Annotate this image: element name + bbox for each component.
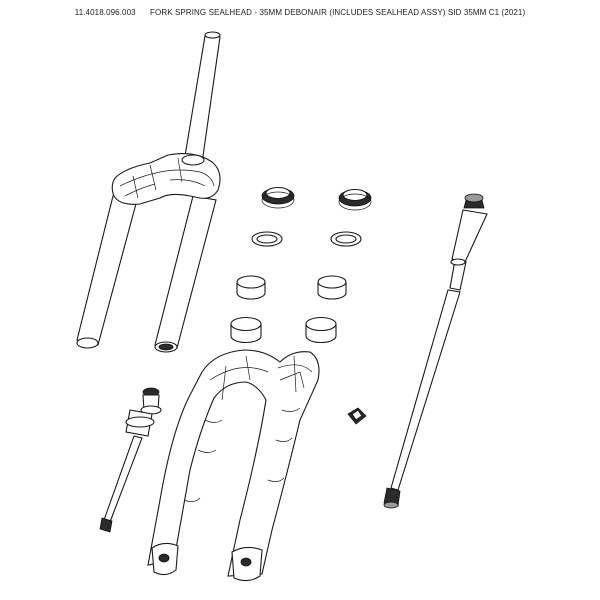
seal-stack-left [230,186,295,344]
air-spring-assembly [383,193,488,509]
diagram-header: 11.4018.096.003 FORK SPRING SEALHEAD - 3… [0,8,600,17]
part-number: 11.4018.096.003 [74,8,136,17]
lower-legs [147,349,320,582]
seal-stack-right [305,188,372,344]
crown-steerer-assembly [76,31,221,353]
part-description: FORK SPRING SEALHEAD - 35MM DEBONAIR (IN… [150,8,526,17]
small-bracket-part [347,407,367,425]
damper-assembly [99,387,162,533]
